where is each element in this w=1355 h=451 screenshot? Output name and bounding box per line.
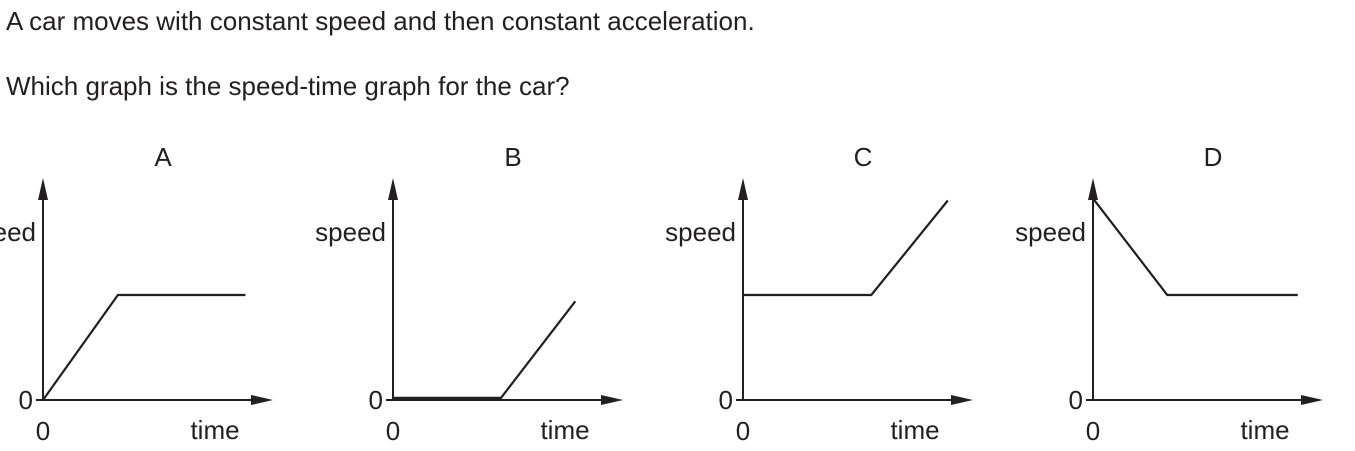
graph-d-speed-line <box>1092 197 1298 297</box>
graph-b-y-axis-label: speed <box>315 217 386 247</box>
graph-a-x-axis-label: time <box>190 415 239 445</box>
graph-c-x-axis-arrow <box>951 395 973 405</box>
graph-c-speed-line <box>743 199 949 297</box>
graph-b-speed-line <box>393 300 577 399</box>
graph-b-x-axis-arrow <box>601 395 623 405</box>
graph-c-y-axis-label: speed <box>665 217 736 247</box>
graph-c-y-axis-arrow <box>738 178 748 200</box>
graph-b-option-label: B <box>504 142 521 172</box>
graph-c-x-origin-label: 0 <box>736 416 750 446</box>
graph-d-y-axis-label: speed <box>1015 217 1086 247</box>
graph-b-x-axis-label: time <box>540 415 589 445</box>
graph-b-x-origin-label: 0 <box>386 416 400 446</box>
graph-d-option-label: D <box>1204 142 1223 172</box>
graph-d-y-origin-label: 0 <box>1069 385 1083 415</box>
graph-d-x-axis-arrow <box>1301 395 1323 405</box>
graph-c-option-label: C <box>854 142 873 172</box>
graph-d-x-axis-label: time <box>1240 415 1289 445</box>
graph-b-y-origin-label: 0 <box>369 385 383 415</box>
graph-a-y-origin-label: 0 <box>19 385 33 415</box>
graph-a-y-axis-label: speed <box>0 217 36 247</box>
question-line-1: A car moves with constant speed and then… <box>6 6 755 36</box>
graph-a-speed-line <box>42 293 246 401</box>
graph-a-option-label: A <box>154 142 172 172</box>
graph-c-y-origin-label: 0 <box>719 385 733 415</box>
graph-a-x-axis-arrow <box>251 395 273 405</box>
graph-d-x-origin-label: 0 <box>1086 416 1100 446</box>
graph-c-x-axis-label: time <box>890 415 939 445</box>
question-line-2: Which graph is the speed-time graph for … <box>6 71 570 101</box>
graph-a-y-axis-arrow <box>38 178 48 200</box>
graph-b-y-axis-arrow <box>388 178 398 200</box>
graph-a-x-origin-label: 0 <box>36 416 50 446</box>
graph-d-y-axis-arrow <box>1088 178 1098 200</box>
